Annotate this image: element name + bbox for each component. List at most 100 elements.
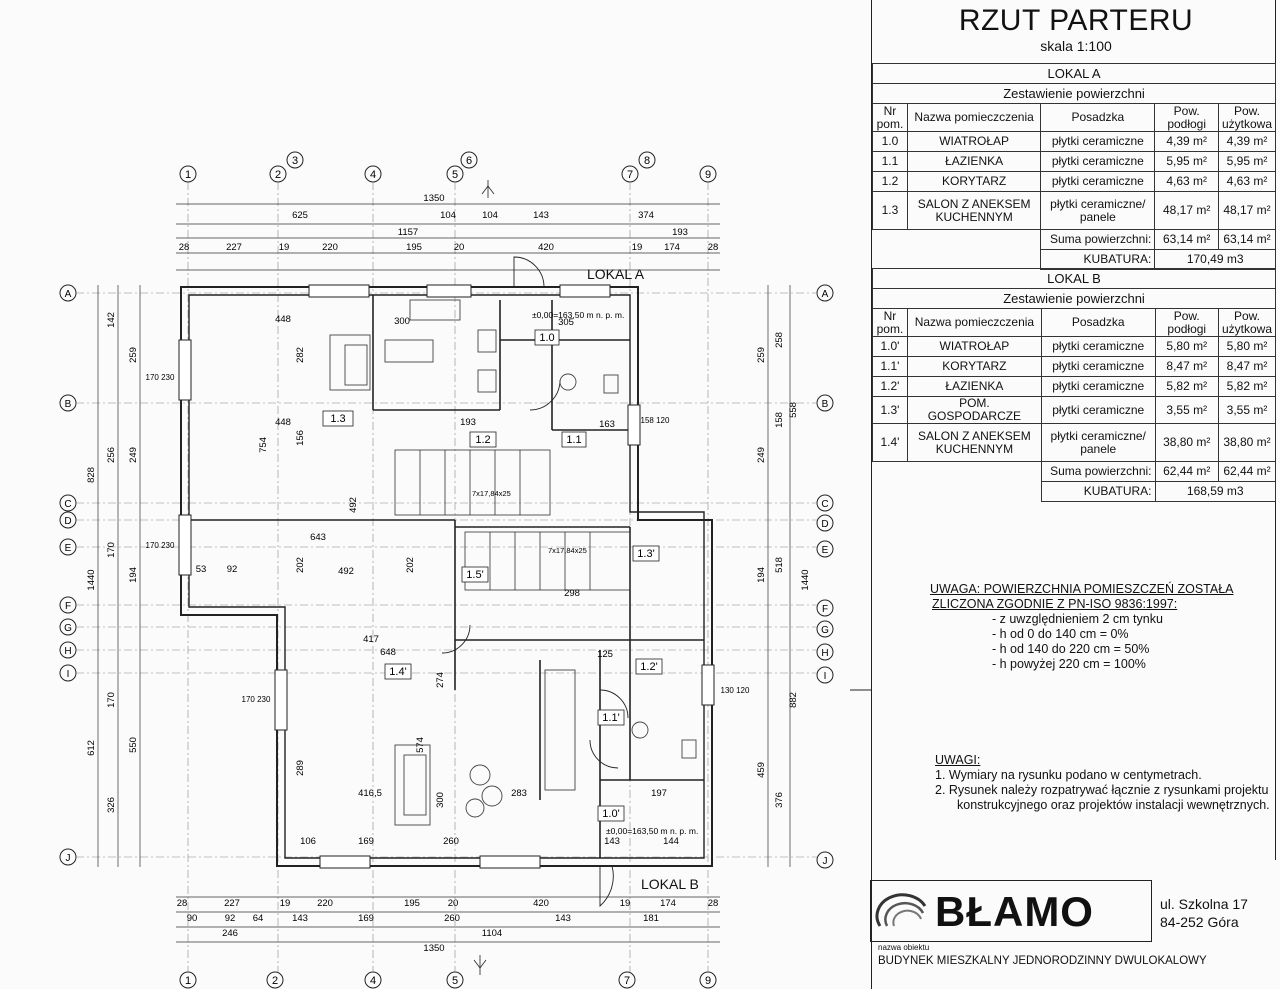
svg-text:305: 305 xyxy=(558,317,574,328)
ldim-256: 256 xyxy=(106,447,117,463)
svg-text:F: F xyxy=(822,604,828,615)
svg-text:C: C xyxy=(821,499,828,510)
dim-28a: 28 xyxy=(179,242,190,253)
uwagi-item-1: 1. Wymiary na rysunku podano w centymetr… xyxy=(935,768,1202,782)
bdim-19a: 19 xyxy=(280,898,291,909)
header-name: Nazwa pomieczczenia xyxy=(906,103,1042,132)
axis-row-left-D: D xyxy=(59,511,77,529)
svg-text:B: B xyxy=(65,399,72,410)
axis-col-top-4: 4 xyxy=(364,165,382,183)
axis-col-top-7: 7 xyxy=(621,165,639,183)
level-marks: ±0,00=163,50 m n. p. m. ±0,00=163,50 m n… xyxy=(472,310,698,836)
svg-text:1: 1 xyxy=(185,169,191,181)
axis-col-bottom-2: 2 xyxy=(266,971,284,989)
svg-text:170 230: 170 230 xyxy=(242,695,271,704)
axis-col-bottom-4: 4 xyxy=(364,971,382,989)
bdim-181: 181 xyxy=(643,913,659,924)
furniture xyxy=(329,299,697,826)
rdim-158: 158 xyxy=(774,412,785,428)
rdim-1440: 1440 xyxy=(800,569,811,590)
svg-text:448: 448 xyxy=(275,417,291,428)
bdim-1350: 1350 xyxy=(423,943,444,954)
exterior-walls xyxy=(180,286,713,867)
side-dimension-lines xyxy=(97,285,791,867)
room-tags: 1.3 1.2 1.1 1.0 1.5' 1.3' 1.4' 1.1' 1.2'… xyxy=(322,329,663,822)
svg-text:274: 274 xyxy=(435,672,446,688)
bdim-174: 174 xyxy=(660,898,676,909)
dim-20: 20 xyxy=(454,242,465,253)
svg-text:492: 492 xyxy=(338,566,354,577)
axis-row-left-C: C xyxy=(59,494,77,512)
axis-row-right-C: C xyxy=(816,494,834,512)
rdim-249: 249 xyxy=(756,447,767,463)
rdim-459: 459 xyxy=(756,762,767,778)
axis-col-top-6: 6 xyxy=(460,151,478,169)
svg-text:300: 300 xyxy=(435,792,446,808)
svg-text:3: 3 xyxy=(292,155,298,167)
object-label: nazwa obiektu xyxy=(878,943,930,952)
ldim-326: 326 xyxy=(106,797,117,813)
svg-text:I: I xyxy=(824,671,827,682)
header-usable-area: Pow. użytkowa xyxy=(1217,103,1277,132)
rdim-558: 558 xyxy=(788,402,799,418)
lokal-b-label: LOKAL B xyxy=(641,876,699,892)
svg-text:8: 8 xyxy=(644,155,650,167)
room-tag-1-2p: 1.2' xyxy=(640,661,657,673)
room-tag-1-0: 1.0 xyxy=(539,332,554,344)
axis-row-right-I: I xyxy=(816,666,834,684)
axis-col-bottom-1: 1 xyxy=(179,971,197,989)
svg-text:144: 144 xyxy=(663,836,679,847)
level-mark-a: ±0,00=163,50 m n. p. m. xyxy=(532,310,624,320)
svg-text:202: 202 xyxy=(295,557,306,573)
svg-text:H: H xyxy=(64,646,71,657)
scale-label: skala 1:100 xyxy=(1040,38,1112,54)
svg-text:E: E xyxy=(822,545,829,556)
svg-text:D: D xyxy=(64,516,71,527)
stairs-label-b: 7x17,84x25 xyxy=(548,546,587,555)
rdim-258: 258 xyxy=(774,332,785,348)
rdim-194: 194 xyxy=(756,567,767,583)
bdim-143: 143 xyxy=(292,913,308,924)
axis-row-right-F: F xyxy=(816,599,834,617)
stairs-label-a: 7x17,84x25 xyxy=(472,489,511,498)
svg-text:492: 492 xyxy=(348,497,359,513)
dim-1350-top: 1350 xyxy=(423,193,444,204)
frame-left-line xyxy=(871,0,872,989)
bdim-64: 64 xyxy=(253,913,264,924)
uwaga-note: UWAGA: POWIERZCHNIA POMIESZCZEŃ ZOSTAŁA … xyxy=(930,582,1234,672)
svg-text:193: 193 xyxy=(460,417,476,428)
bdim-246: 246 xyxy=(222,928,238,939)
header-nr: Nr pom. xyxy=(872,103,908,132)
stairs xyxy=(394,449,631,591)
svg-text:130 120: 130 120 xyxy=(721,686,750,695)
interior-walls xyxy=(189,295,704,858)
lokal-b-sum-floor: 62,44 m² xyxy=(1154,461,1219,482)
svg-text:648: 648 xyxy=(380,647,396,658)
uwagi-note: UWAGI: 1. Wymiary na rysunku podano w ce… xyxy=(935,753,1270,813)
lokal-b-area-table: LOKAL B Zestawienie powierzchni Nr pom. … xyxy=(872,268,1277,502)
svg-text:4: 4 xyxy=(370,169,376,181)
svg-text:163: 163 xyxy=(599,419,615,430)
svg-text:158 120: 158 120 xyxy=(641,416,670,425)
svg-text:J: J xyxy=(823,856,828,867)
axis-col-top-5: 5 xyxy=(446,165,464,183)
bdim-227: 227 xyxy=(224,898,240,909)
room-tag-1-2: 1.2 xyxy=(475,434,490,446)
svg-text:A: A xyxy=(822,289,829,300)
lokal-a-sum-label: Suma powierzchni: xyxy=(1040,229,1156,250)
object-name: BUDYNEK MIESZKALNY JEDNORODZINNY DWULOKA… xyxy=(878,955,1207,967)
svg-text:9: 9 xyxy=(705,169,711,181)
axis-row-left-J: J xyxy=(59,848,77,866)
lokal-a-area-table: LOKAL A Zestawienie powierzchni Nr pom. … xyxy=(872,63,1277,270)
svg-text:B: B xyxy=(822,399,829,410)
svg-text:282: 282 xyxy=(295,347,306,363)
ldim-249: 249 xyxy=(128,447,139,463)
bdim-260: 260 xyxy=(444,913,460,924)
axis-row-left-E: E xyxy=(59,538,77,556)
axis-col-bottom-7: 7 xyxy=(618,971,636,989)
uwagi-item-2: 2. Rysunek należy rozpatrywać łącznie z … xyxy=(935,783,1269,797)
dim-19b: 19 xyxy=(632,242,643,253)
address-line-2: 84-252 Góra xyxy=(1160,914,1239,930)
